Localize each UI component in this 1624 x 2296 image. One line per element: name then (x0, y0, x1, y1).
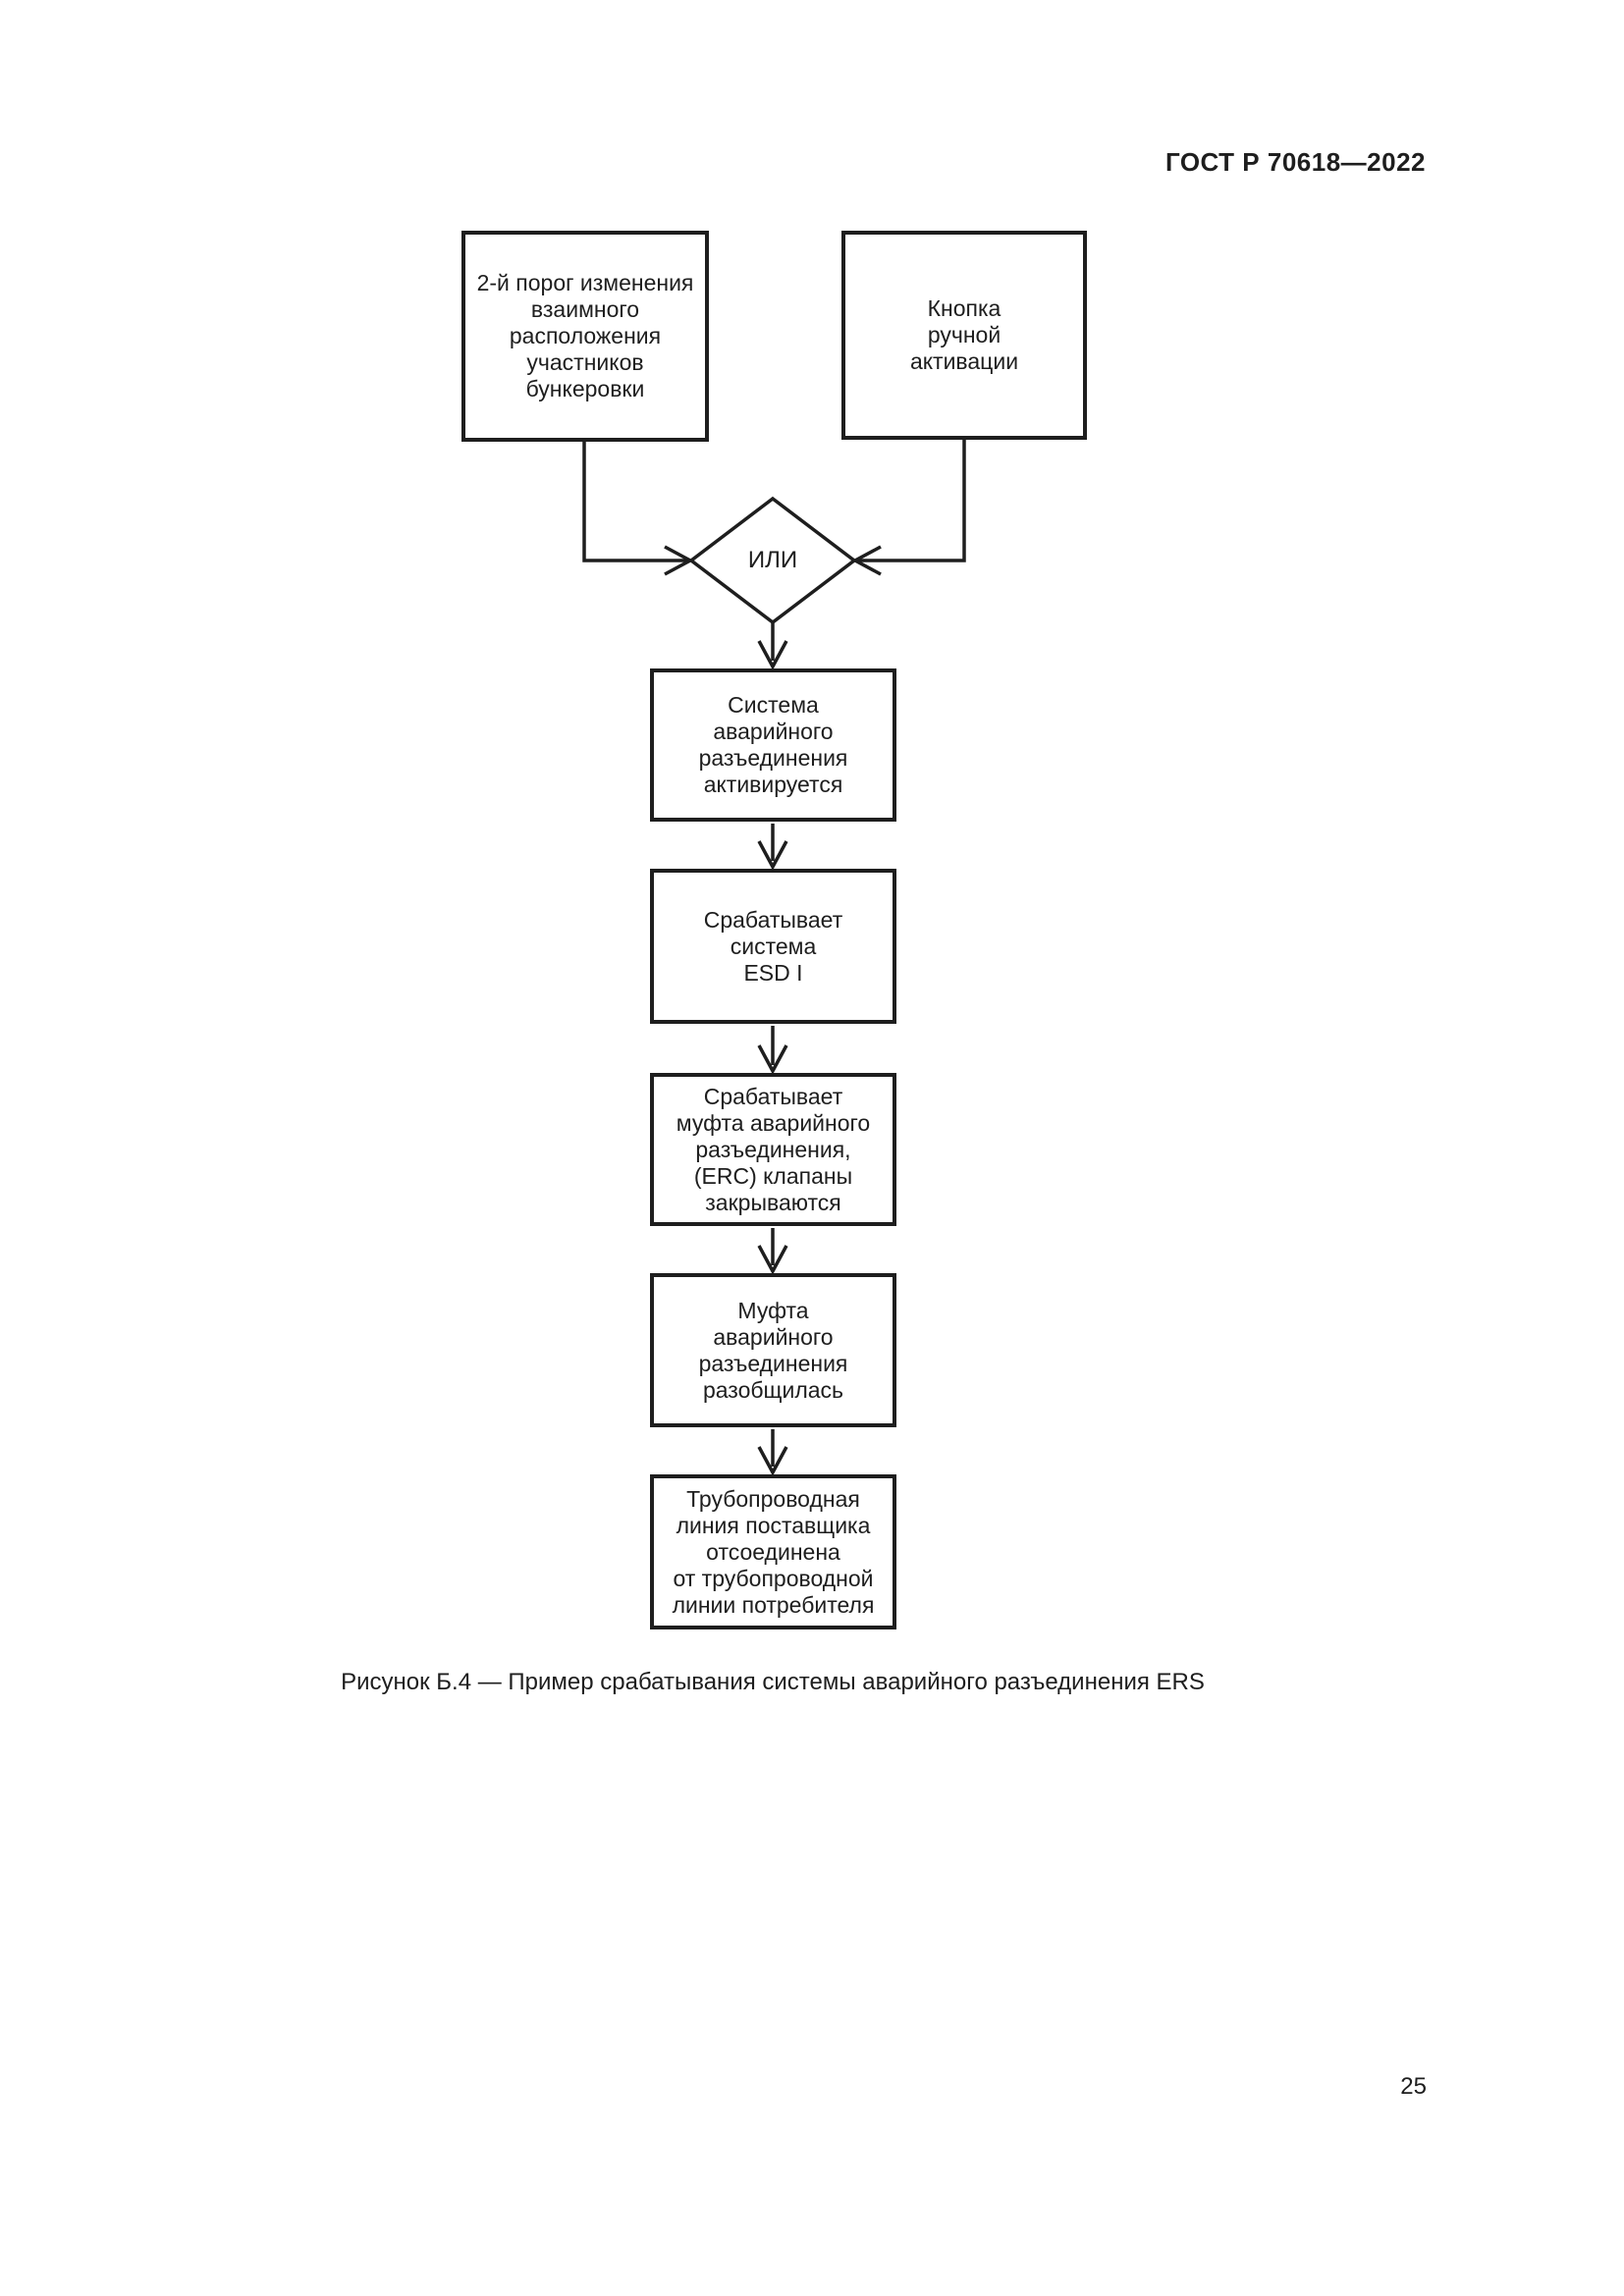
flow-box-threshold: 2-й порог изменения взаимного расположен… (461, 231, 709, 442)
arrowhead-right-icon (664, 545, 694, 576)
flow-box-manual-activation: Кнопка ручной активации (841, 231, 1087, 440)
arrowhead-down-icon (757, 1446, 788, 1476)
arrowhead-down-icon (757, 1044, 788, 1075)
connector-threshold-to-or (582, 442, 688, 562)
arrowhead-down-icon (757, 840, 788, 871)
connector-manual-to-or (857, 440, 966, 562)
arrowhead-down-icon (757, 1245, 788, 1275)
flow-box-ers-activates: Система аварийного разъединения активиру… (650, 668, 896, 822)
arrowhead-down-icon (757, 640, 788, 670)
flow-box-coupling-released: Муфта аварийного разъединения разобщилас… (650, 1273, 896, 1427)
flow-box-coupling-released-label: Муфта аварийного разъединения разобщилас… (698, 1297, 848, 1403)
flow-box-ers-activates-label: Система аварийного разъединения активиру… (698, 692, 848, 797)
flow-box-pipeline-disconnected-label: Трубопроводная линия поставщика отсоедин… (672, 1485, 875, 1618)
flow-box-pipeline-disconnected: Трубопроводная линия поставщика отсоедин… (650, 1474, 896, 1629)
page-number: 25 (1400, 2073, 1427, 2100)
figure-caption: Рисунок Б.4 — Пример срабатывания систем… (341, 1669, 1205, 1695)
flow-box-esd-triggers-label: Срабатывает система ESD I (703, 906, 843, 986)
or-gate-diamond-shape (688, 496, 857, 625)
flow-box-manual-activation-label: Кнопка ручной активации (909, 295, 1019, 374)
document-code-header: ГОСТ Р 70618—2022 (1164, 147, 1426, 177)
arrowhead-left-icon (851, 545, 882, 576)
flow-box-erc-valves-close: Срабатывает муфта аварийного разъединени… (650, 1073, 896, 1226)
flow-box-esd-triggers: Срабатывает система ESD I (650, 869, 896, 1024)
or-gate-label: ИЛИ (747, 547, 798, 573)
flow-box-erc-valves-close-label: Срабатывает муфта аварийного разъединени… (676, 1083, 871, 1215)
flow-box-threshold-label: 2-й порог изменения взаимного расположен… (476, 270, 694, 401)
